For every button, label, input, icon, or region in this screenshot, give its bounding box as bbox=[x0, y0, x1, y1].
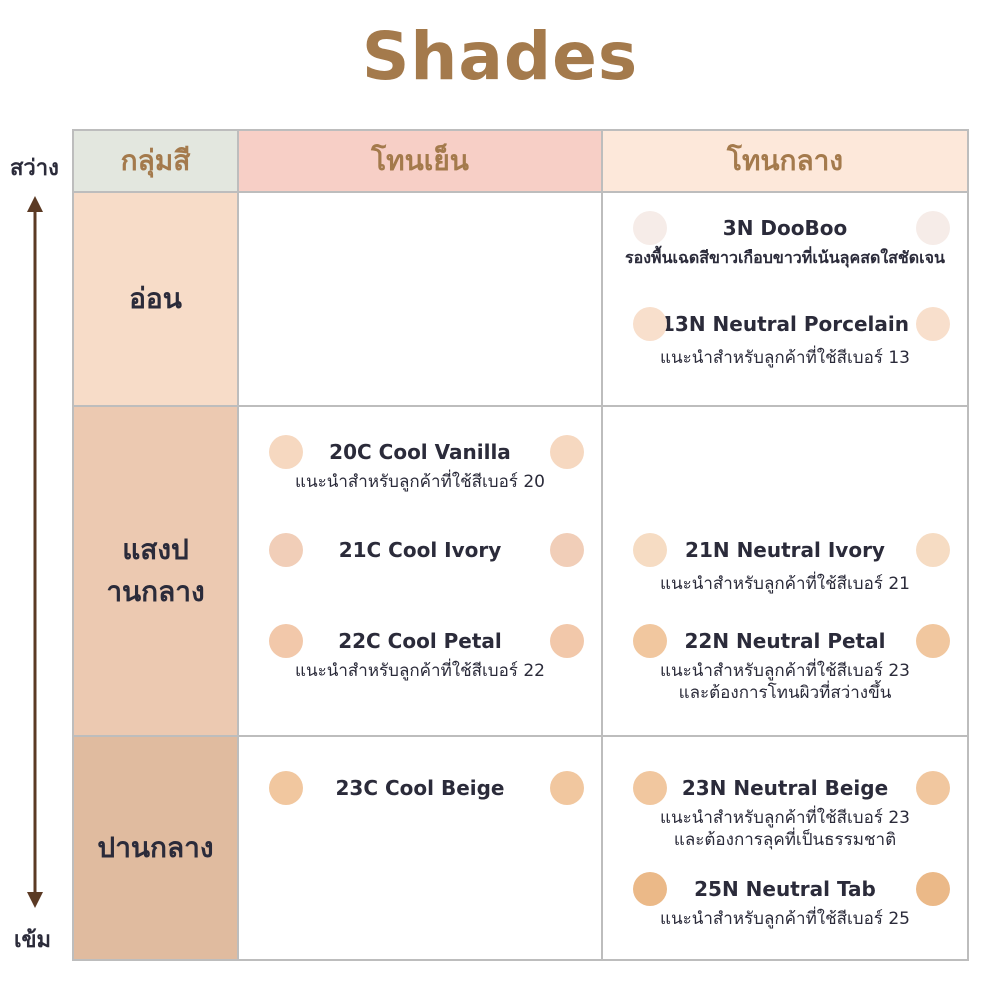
scale-bottom-label: เข้ม bbox=[14, 928, 52, 953]
row-label-mid-line2: านกลาง bbox=[106, 575, 205, 608]
swatch-left bbox=[269, 771, 303, 805]
shade-25n: 25N Neutral Tab แนะนำสำหรับลูกค้าที่ใช้ส… bbox=[603, 872, 967, 930]
swatch-left bbox=[269, 533, 303, 567]
swatch-right bbox=[916, 533, 950, 567]
shade-23c: 23C Cool Beige bbox=[239, 771, 601, 805]
header-cool: โทนเย็น bbox=[237, 129, 603, 193]
swatch-left bbox=[633, 771, 667, 805]
shade-name: 20C Cool Vanilla bbox=[329, 440, 511, 464]
shade-desc-line1: แนะนำสำหรับลูกค้าที่ใช้สีเบอร์ 23 bbox=[660, 661, 910, 681]
shade-desc: แนะนำสำหรับลูกค้าที่ใช้สีเบอร์ 22 bbox=[295, 661, 545, 681]
header-neutral: โทนกลาง bbox=[601, 129, 969, 193]
swatch-left bbox=[633, 533, 667, 567]
cell-light-cool bbox=[237, 191, 603, 407]
cell-mid-cool: 20C Cool Vanilla แนะนำสำหรับลูกค้าที่ใช้… bbox=[237, 405, 603, 737]
row-label-dark: ปานกลาง bbox=[72, 735, 239, 961]
shade-desc-line1: แนะนำสำหรับลูกค้าที่ใช้สีเบอร์ 23 bbox=[660, 808, 910, 828]
shade-name: 22C Cool Petal bbox=[338, 629, 502, 653]
shade-name: 23C Cool Beige bbox=[335, 776, 505, 800]
shade-22c: 22C Cool Petal แนะนำสำหรับลูกค้าที่ใช้สี… bbox=[239, 624, 601, 682]
cell-dark-neutral: 23N Neutral Beige แนะนำสำหรับลูกค้าที่ใช… bbox=[601, 735, 969, 961]
swatch-left bbox=[633, 307, 667, 341]
cell-dark-cool: 23C Cool Beige bbox=[237, 735, 603, 961]
shade-desc: แนะนำสำหรับลูกค้าที่ใช้สีเบอร์ 25 bbox=[660, 909, 910, 929]
shade-name: 21N Neutral Ivory bbox=[685, 538, 885, 562]
shade-desc: แนะนำสำหรับลูกค้าที่ใช้สีเบอร์ 13 bbox=[660, 348, 910, 368]
shade-21n: 21N Neutral Ivory แนะนำสำหรับลูกค้าที่ใช… bbox=[603, 533, 967, 595]
swatch-left bbox=[633, 872, 667, 906]
shade-desc-line2: และต้องการลุคที่เป็นธรรมชาติ bbox=[673, 830, 897, 850]
swatch-left bbox=[633, 211, 667, 245]
shade-21c: 21C Cool Ivory bbox=[239, 533, 601, 567]
shade-name: 13N Neutral Porcelain bbox=[661, 312, 909, 336]
header-group: กลุ่มสี bbox=[72, 129, 239, 193]
swatch-right bbox=[550, 624, 584, 658]
shade-3n: 3N DooBoo รองพื้นเฉดสีขาวเกือบขาวที่เน้น… bbox=[603, 211, 967, 269]
shade-table: กลุ่มสี โทนเย็น โทนกลาง อ่อน 3N DooBoo ร… bbox=[72, 129, 969, 961]
swatch-left bbox=[633, 624, 667, 658]
shade-desc-line2: และต้องการโทนผิวที่สว่างขึ้น bbox=[678, 683, 892, 703]
swatch-right bbox=[550, 533, 584, 567]
shade-desc: แนะนำสำหรับลูกค้าที่ใช้สีเบอร์ 21 bbox=[660, 574, 910, 594]
swatch-right bbox=[916, 624, 950, 658]
swatch-left bbox=[269, 435, 303, 469]
shade-desc: รองพื้นเฉดสีขาวเกือบขาวที่เน้นลุคสดใสชัด… bbox=[625, 248, 945, 267]
shade-20c: 20C Cool Vanilla แนะนำสำหรับลูกค้าที่ใช้… bbox=[239, 435, 601, 493]
cell-light-neutral: 3N DooBoo รองพื้นเฉดสีขาวเกือบขาวที่เน้น… bbox=[601, 191, 969, 407]
swatch-left bbox=[269, 624, 303, 658]
cell-mid-neutral: 21N Neutral Ivory แนะนำสำหรับลูกค้าที่ใช… bbox=[601, 405, 969, 737]
swatch-right bbox=[916, 211, 950, 245]
row-label-mid: แสงป านกลาง bbox=[72, 405, 239, 737]
shade-22n: 22N Neutral Petal แนะนำสำหรับลูกค้าที่ใช… bbox=[603, 624, 967, 704]
swatch-right bbox=[550, 435, 584, 469]
swatch-right bbox=[916, 771, 950, 805]
row-label-mid-line1: แสงป bbox=[122, 533, 189, 566]
shade-23n: 23N Neutral Beige แนะนำสำหรับลูกค้าที่ใช… bbox=[603, 771, 967, 851]
shade-name: 25N Neutral Tab bbox=[694, 877, 876, 901]
shade-name: 21C Cool Ivory bbox=[338, 538, 502, 562]
lightness-scale-arrow-icon bbox=[27, 196, 43, 908]
swatch-right bbox=[550, 771, 584, 805]
page-title: Shades bbox=[361, 18, 639, 95]
scale-top-label: สว่าง bbox=[10, 156, 59, 181]
swatch-right bbox=[916, 307, 950, 341]
shade-desc: แนะนำสำหรับลูกค้าที่ใช้สีเบอร์ 20 bbox=[295, 472, 545, 492]
shade-name: 3N DooBoo bbox=[722, 216, 848, 240]
row-label-light: อ่อน bbox=[72, 191, 239, 407]
shade-name: 23N Neutral Beige bbox=[681, 776, 889, 800]
shade-13n: 13N Neutral Porcelain แนะนำสำหรับลูกค้าท… bbox=[603, 307, 967, 369]
shade-name: 22N Neutral Petal bbox=[684, 629, 886, 653]
swatch-right bbox=[916, 872, 950, 906]
